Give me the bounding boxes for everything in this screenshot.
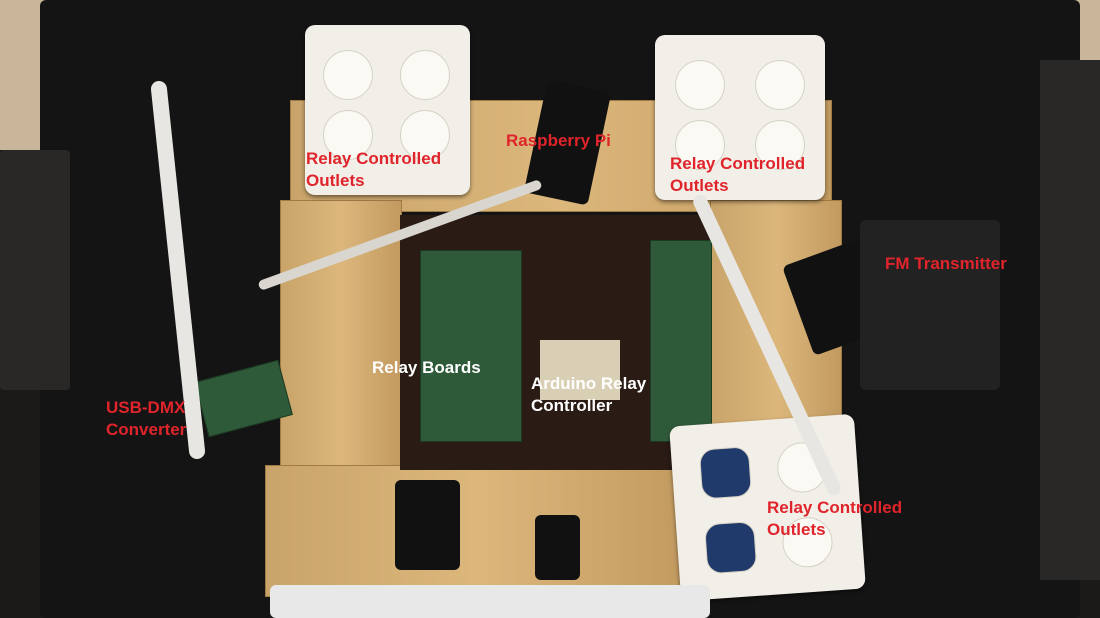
label-relay-boards: Relay Boards	[372, 358, 481, 377]
bin-handle-left	[0, 150, 70, 390]
receptacle	[323, 110, 373, 160]
outlet-top-right	[655, 35, 825, 200]
relay-board	[650, 240, 712, 442]
receptacle	[755, 120, 805, 170]
wood-beam-bottom	[265, 465, 687, 597]
label-usb-dmx-converter: USB-DMX Converter	[106, 398, 187, 439]
arduino-shield	[540, 340, 620, 400]
receptacle	[400, 50, 450, 100]
label-relay-controlled-outlets-top-left: Relay Controlled Outlets	[306, 149, 442, 190]
label-relay-controlled-outlets-top-right: Relay Controlled Outlets	[670, 154, 806, 195]
power-strip	[270, 585, 710, 618]
label-arduino-relay-controller: Arduino Relay Controller	[531, 374, 647, 415]
relay-board	[420, 250, 522, 442]
outlet-top-left	[305, 25, 470, 195]
label-fm-transmitter: FM Transmitter	[885, 254, 1007, 273]
receptacle	[400, 110, 450, 160]
receptacle	[698, 446, 753, 500]
receptacle	[675, 120, 725, 170]
bin-wall-right	[1040, 60, 1100, 580]
receptacle	[675, 60, 725, 110]
wood-beam-left	[280, 200, 402, 482]
label-raspberry-pi: Raspberry Pi	[506, 131, 611, 150]
ferrite-plug	[535, 515, 580, 580]
power-brick	[860, 220, 1000, 390]
receptacle	[755, 60, 805, 110]
receptacle	[323, 50, 373, 100]
label-relay-controlled-outlets-bottom-right: Relay Controlled Outlets	[767, 498, 903, 539]
receptacle	[704, 520, 758, 575]
power-adapter	[395, 480, 460, 570]
